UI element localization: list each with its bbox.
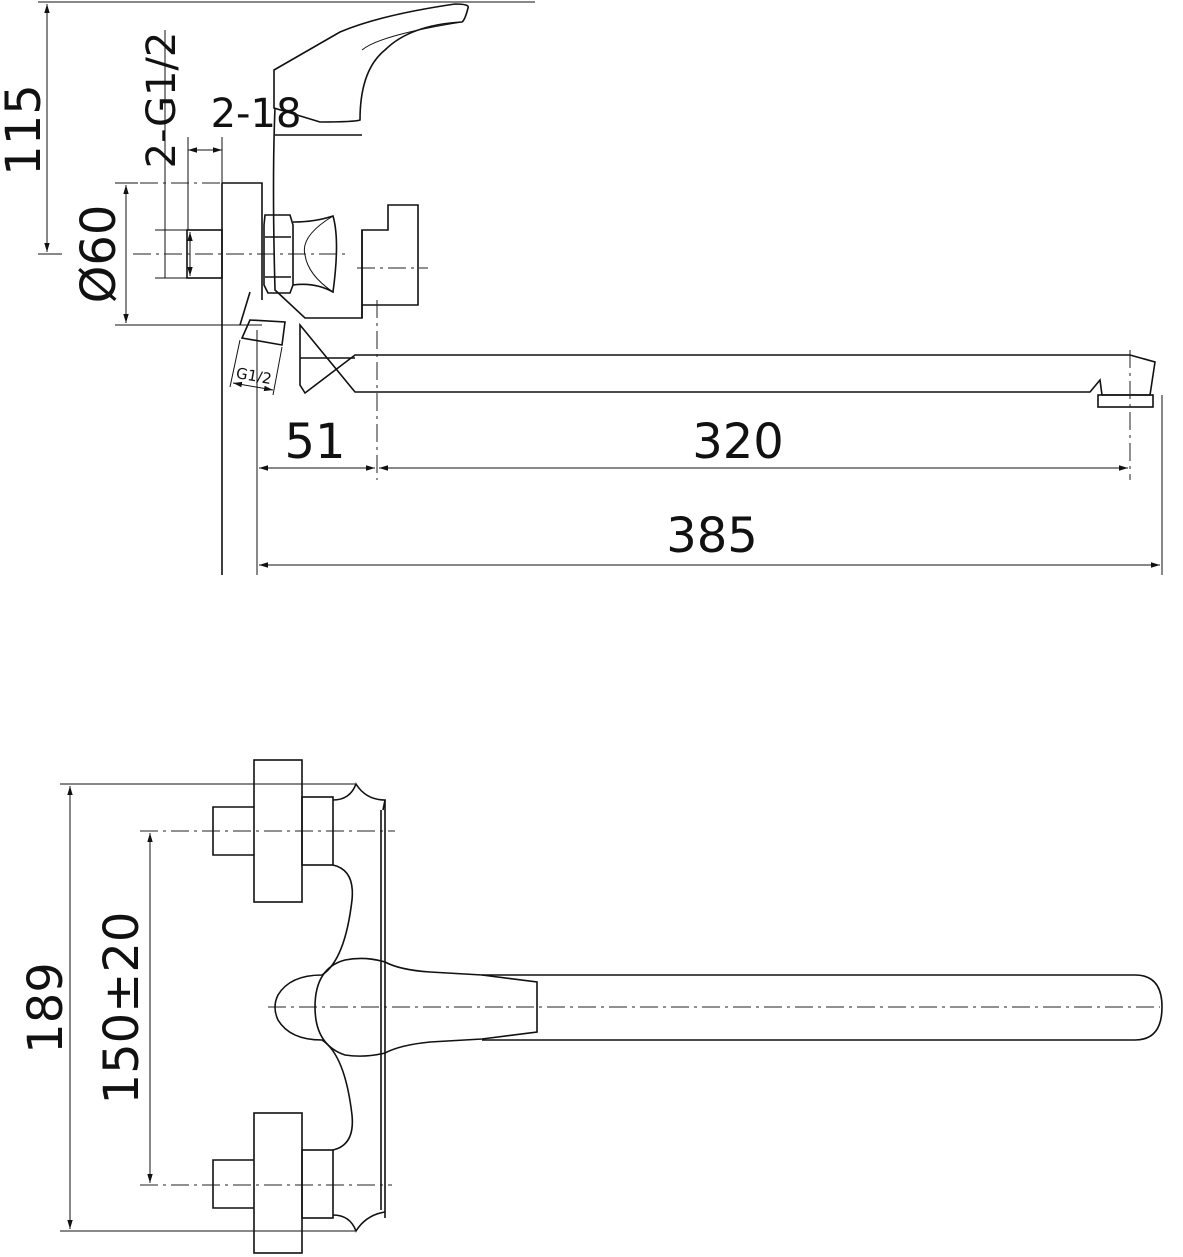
- eccentric: [292, 214, 338, 294]
- hex-nut: [263, 214, 294, 294]
- dim-2-18: 2-18: [187, 91, 302, 230]
- lower-inlet: [212, 1112, 386, 1254]
- dim-320-label: 320: [692, 414, 784, 470]
- aerator: [1097, 394, 1154, 408]
- dim-d60-label: Ø60: [71, 205, 127, 304]
- dim-385-label: 385: [666, 508, 758, 564]
- top-wall-plate: [380, 800, 386, 1218]
- top-view: 189 150±20: [18, 759, 1163, 1254]
- dim-g12-label: G1/2: [235, 364, 273, 388]
- dim-d60: Ø60: [71, 182, 262, 326]
- faucet-body: [272, 107, 419, 319]
- dim-2-g12: 2-G1/2: [139, 30, 193, 279]
- spout: [299, 322, 1156, 396]
- dim-115: 115: [0, 1, 535, 255]
- dim-115-label: 115: [0, 84, 52, 176]
- dim-51-label: 51: [284, 414, 345, 470]
- top-body: [274, 864, 354, 1151]
- side-view: 115 2-G1/2 2-18 Ø60: [0, 1, 1163, 575]
- top-handle: [314, 957, 538, 1057]
- lever-handle: [273, 3, 470, 123]
- dim-150-label: 150±20: [94, 912, 150, 1105]
- upper-inlet: [212, 759, 386, 903]
- dim-2-g12-label: 2-G1/2: [139, 32, 185, 169]
- dim-189-label: 189: [18, 962, 74, 1054]
- outlet-fitting: [239, 291, 286, 346]
- top-spout: [482, 974, 1163, 1041]
- wall-plate: [221, 182, 263, 575]
- dim-2-18-label: 2-18: [211, 91, 302, 137]
